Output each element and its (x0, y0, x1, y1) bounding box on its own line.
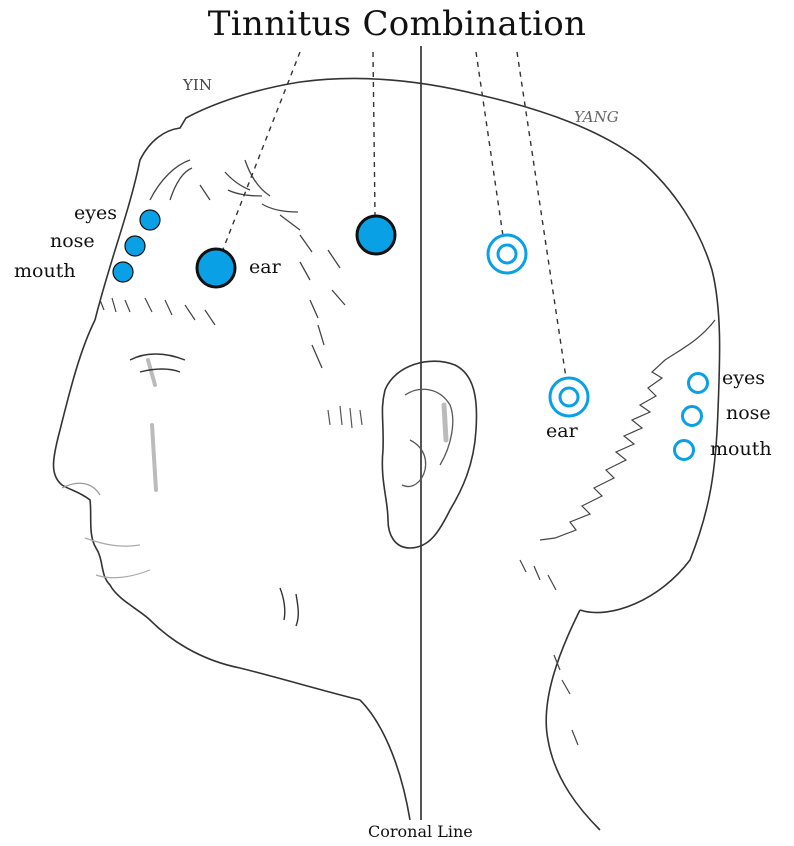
yang-mouth-label: mouth (710, 438, 772, 460)
ear-outline (382, 361, 476, 548)
yin-eyes-point (140, 210, 160, 230)
neck-front (360, 700, 410, 820)
guide-lines (222, 52, 566, 378)
jaw-line (280, 588, 298, 626)
coronal-line-label: Coronal Line (368, 822, 473, 841)
yin-label: YIN (183, 76, 212, 94)
ear-shade (444, 405, 446, 440)
yin-nose-label: nose (50, 230, 95, 252)
diagram-title: Tinnitus Combination (0, 4, 794, 44)
yang-top-ring-inner (498, 245, 516, 263)
yin-eyes-label: eyes (74, 202, 117, 224)
yang-eyes-point (689, 374, 708, 393)
brow-strokes (100, 298, 215, 325)
yang-top-ring-outer (488, 235, 526, 273)
yin-nose-point (125, 236, 145, 256)
yin-mouth-point (113, 262, 133, 282)
yang-ear-ring-outer (550, 378, 588, 416)
neck-marks (520, 560, 578, 745)
yang-nose-label: nose (726, 402, 771, 424)
yin-ear-label: ear (249, 256, 281, 278)
yang-ear-ring-inner (560, 388, 578, 406)
face-profile (54, 320, 361, 700)
yang-label: YANG (574, 108, 619, 126)
yin-top-point (357, 216, 395, 254)
yang-points (488, 235, 708, 460)
sideburn-marks (328, 406, 362, 428)
hair-strokes-front (150, 160, 345, 368)
yin-mouth-label: mouth (14, 260, 76, 282)
neck-back (546, 610, 600, 830)
yin-ear-point (197, 249, 235, 287)
eye (130, 354, 185, 372)
yang-mouth-point (675, 441, 694, 460)
yang-nose-point (683, 407, 702, 426)
head-outline (95, 78, 720, 612)
yang-ear-label: ear (546, 420, 578, 442)
yang-eyes-label: eyes (722, 367, 765, 389)
cheek-lines (148, 360, 156, 490)
nose-line (62, 483, 100, 495)
